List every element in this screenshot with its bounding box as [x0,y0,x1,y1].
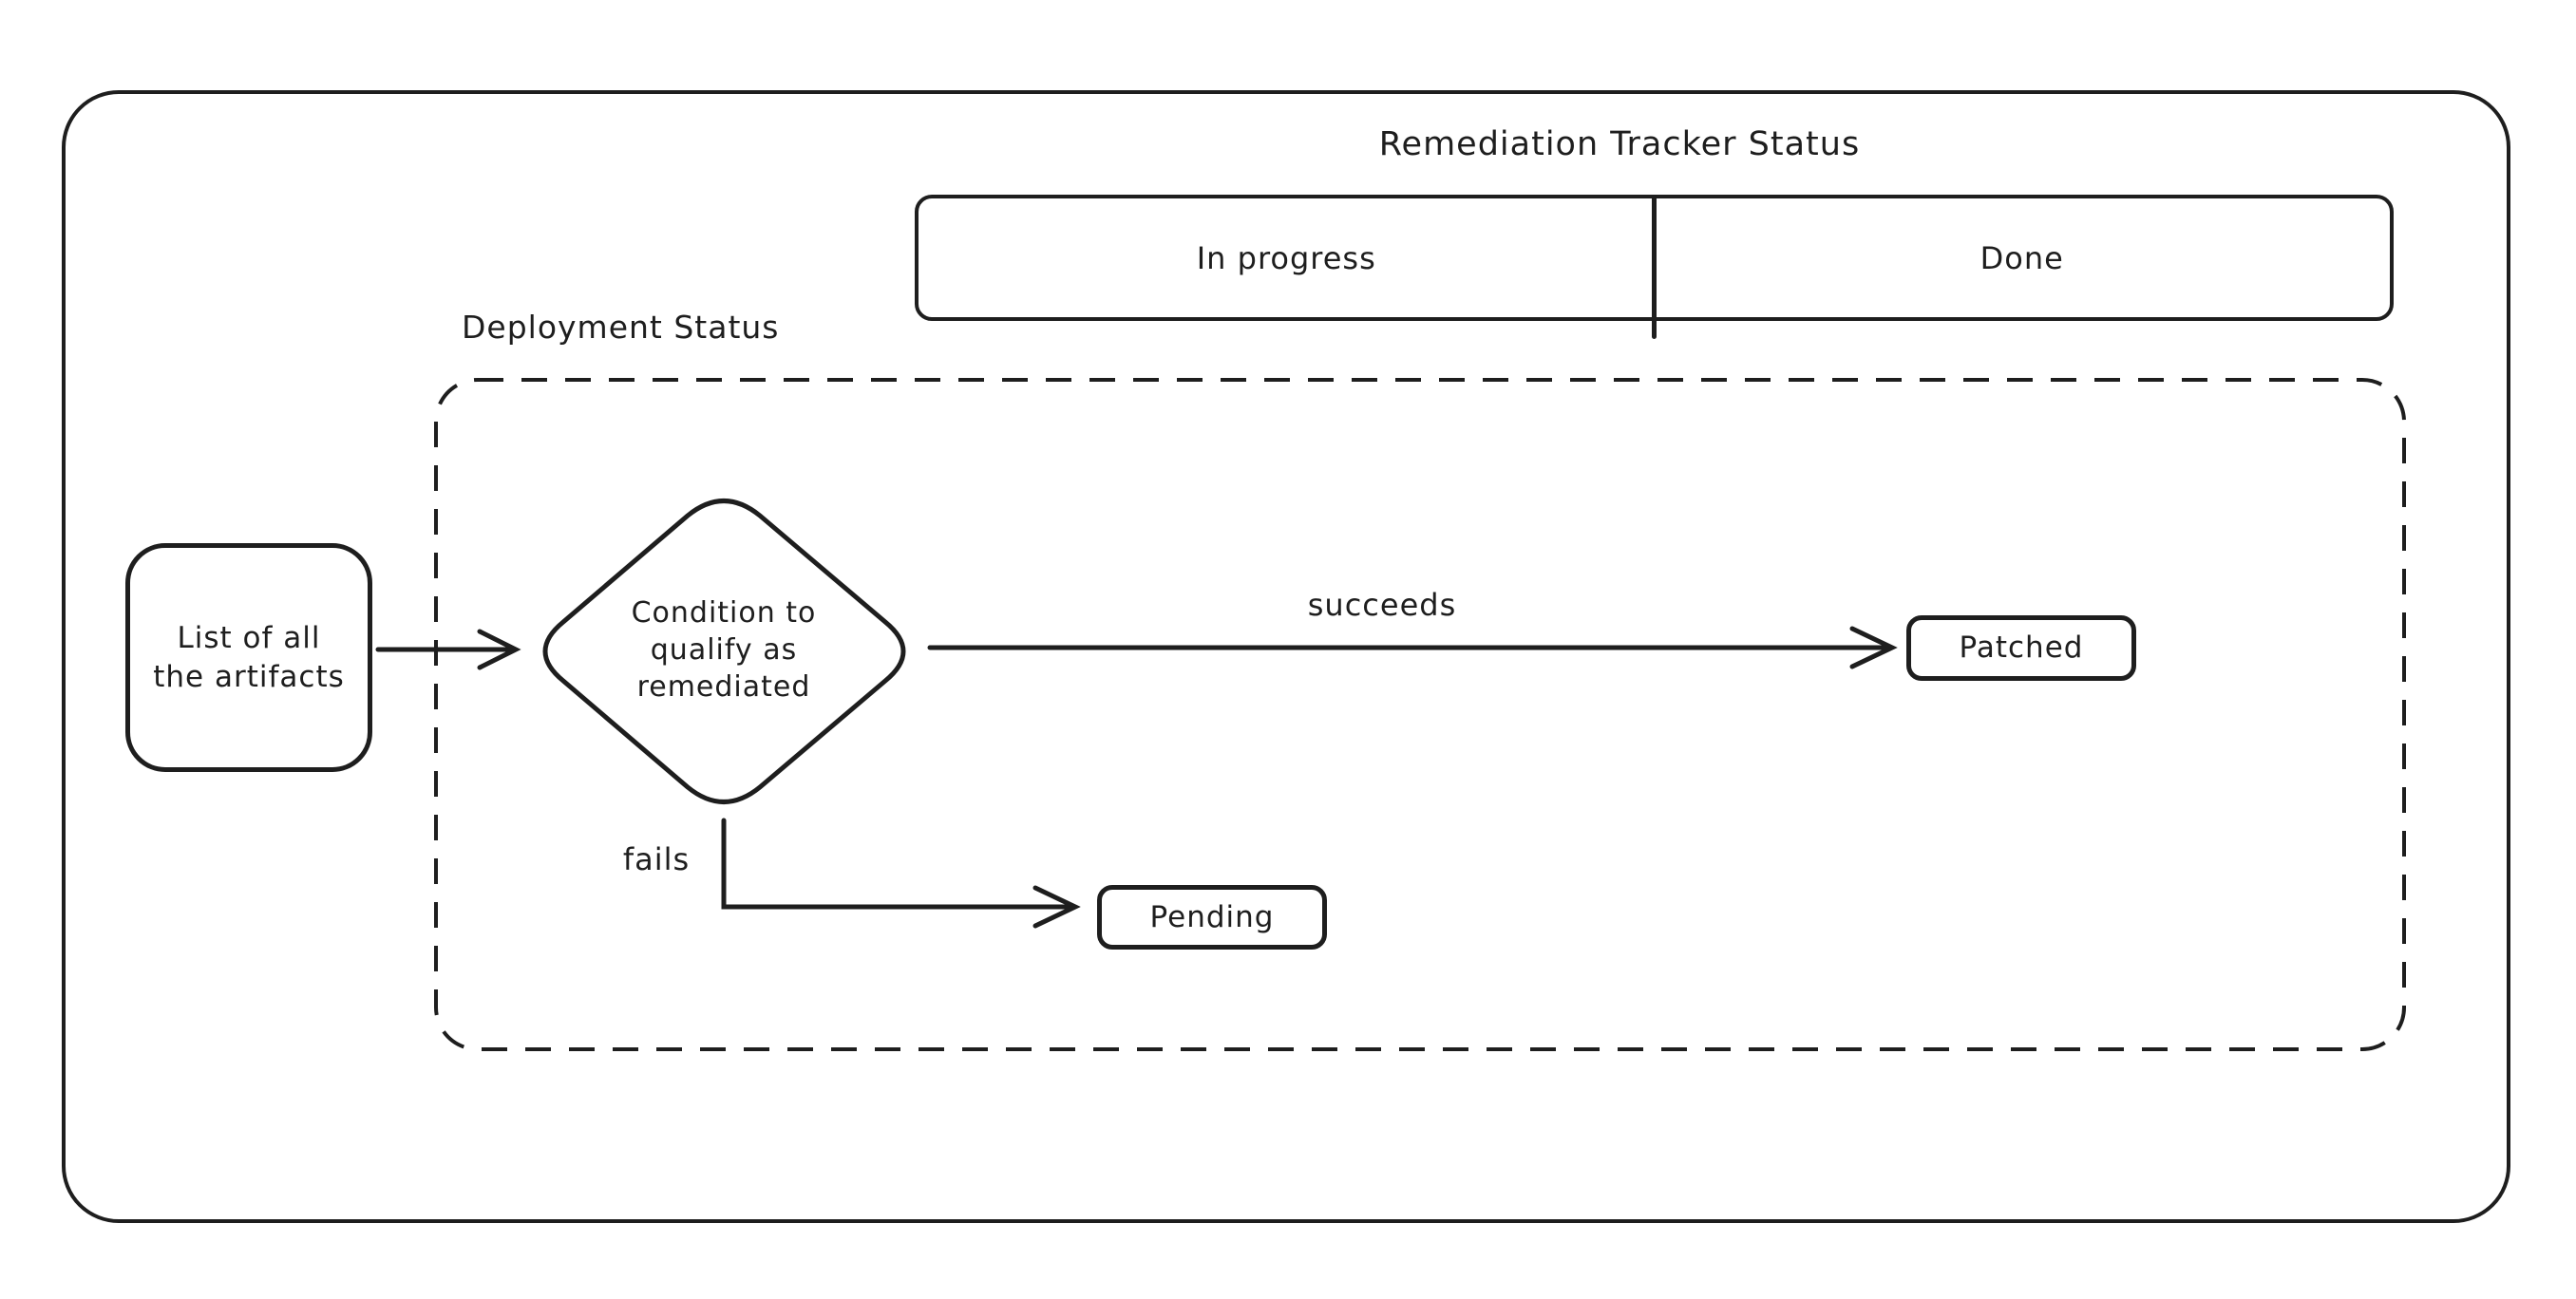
patched-node: Patched [1906,615,2136,681]
deployment-status-label: Deployment Status [462,309,780,346]
tracker-bar-divider [1652,195,1657,339]
fails-edge-label: fails [622,841,691,877]
remediation-tracker-title: Remediation Tracker Status [1378,125,1861,163]
decision-diamond [542,499,906,804]
outer-frame [62,90,2510,1223]
artifacts-list-node: List of all the artifacts [125,543,372,772]
pending-node: Pending [1097,885,1327,950]
artifacts-to-decision-arrow [375,629,521,670]
succeeds-edge-label: succeeds [1307,587,1457,623]
deployment-status-group-box [434,378,2406,1051]
tracker-cell-done: Done [1979,239,2064,276]
succeeds-arrow [927,626,1898,669]
fails-arrow [721,818,1081,929]
decision-node-label: Condition to qualify as remediated [631,596,817,704]
tracker-cell-in-progress: In progress [1196,239,1376,276]
